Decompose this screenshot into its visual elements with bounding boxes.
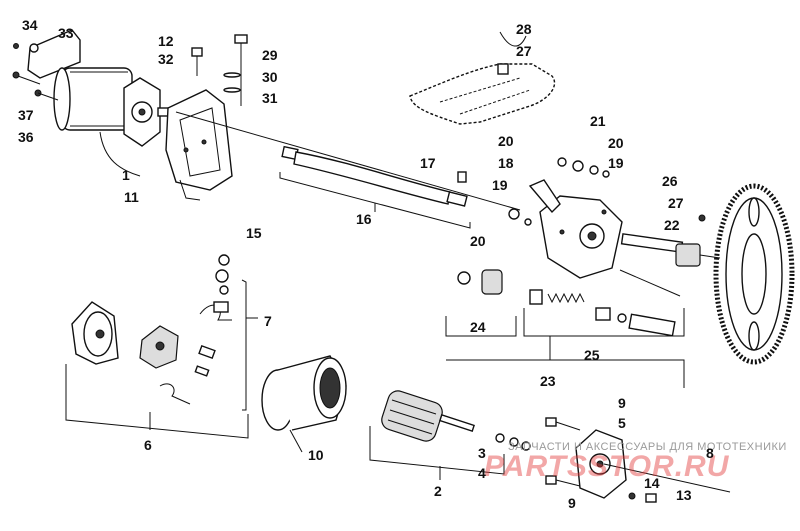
label-9b: 9 (568, 495, 576, 511)
brush-holder (199, 254, 258, 411)
label-10: 10 (308, 447, 324, 463)
label-34: 33 (58, 25, 74, 41)
label-16: 16 (356, 211, 372, 227)
label-12: 12 (158, 33, 174, 49)
starter-drive (445, 269, 685, 388)
label-13: 13 (676, 487, 692, 503)
seat-assembly (409, 31, 556, 125)
label-8: 8 (706, 445, 714, 461)
bolts-upper (191, 34, 248, 106)
label-20c: 20 (470, 233, 486, 249)
label-32: 31 (262, 90, 278, 106)
label-37: 37 (18, 107, 34, 123)
label-29: 28 (516, 21, 532, 37)
ring-gear (698, 183, 795, 365)
label-5: 5 (618, 415, 626, 431)
label-1: 1 (122, 167, 130, 183)
part-labels: 34 33 12 32 29 30 31 37 36 1 11 28 27 21… (18, 17, 714, 511)
label-30: 29 (262, 47, 278, 63)
armature (369, 390, 505, 480)
label-20: 20 (498, 133, 514, 149)
label-25: 25 (584, 347, 600, 363)
label-15: 15 (246, 225, 262, 241)
label-26: 26 (662, 173, 678, 189)
label-35: 34 (22, 17, 38, 33)
label-23: 23 (540, 373, 556, 389)
drive-bracket (508, 157, 623, 279)
label-33: 32 (158, 51, 174, 67)
label-7: 7 (264, 313, 272, 329)
motor-housing (261, 355, 347, 453)
label-21: 21 (590, 113, 606, 129)
brush-end-plate (495, 417, 731, 503)
label-6: 6 (144, 437, 152, 453)
label-27: 27 (668, 195, 684, 211)
label-3: 3 (478, 445, 486, 461)
mounting-bracket (165, 89, 233, 201)
drive-shaft (620, 233, 721, 267)
label-14: 14 (644, 475, 660, 491)
label-18: 18 (498, 155, 514, 171)
label-19b: 19 (492, 177, 508, 193)
label-17: 17 (420, 155, 436, 171)
watermark-logo: PARTSSTOR.RU (484, 450, 730, 483)
end-cap-assembly (65, 301, 249, 439)
label-19: 19 (608, 155, 624, 171)
label-4: 4 (478, 465, 486, 481)
label-22: 22 (664, 217, 680, 233)
label-31: 30 (262, 69, 278, 85)
label-20b: 20 (608, 135, 624, 151)
label-28: 27 (516, 43, 532, 59)
label-9: 9 (618, 395, 626, 411)
label-36: 36 (18, 129, 34, 145)
label-24: 24 (470, 319, 486, 335)
label-2: 2 (434, 483, 442, 499)
label-11: 11 (124, 189, 139, 205)
watermark-text: ЗАПЧАСТИ И АКСЕССУАРЫ ДЛЯ МОТОТЕХНИКИ (508, 441, 787, 453)
starter-cable (279, 145, 471, 229)
starter-motor-assembly (12, 29, 177, 177)
